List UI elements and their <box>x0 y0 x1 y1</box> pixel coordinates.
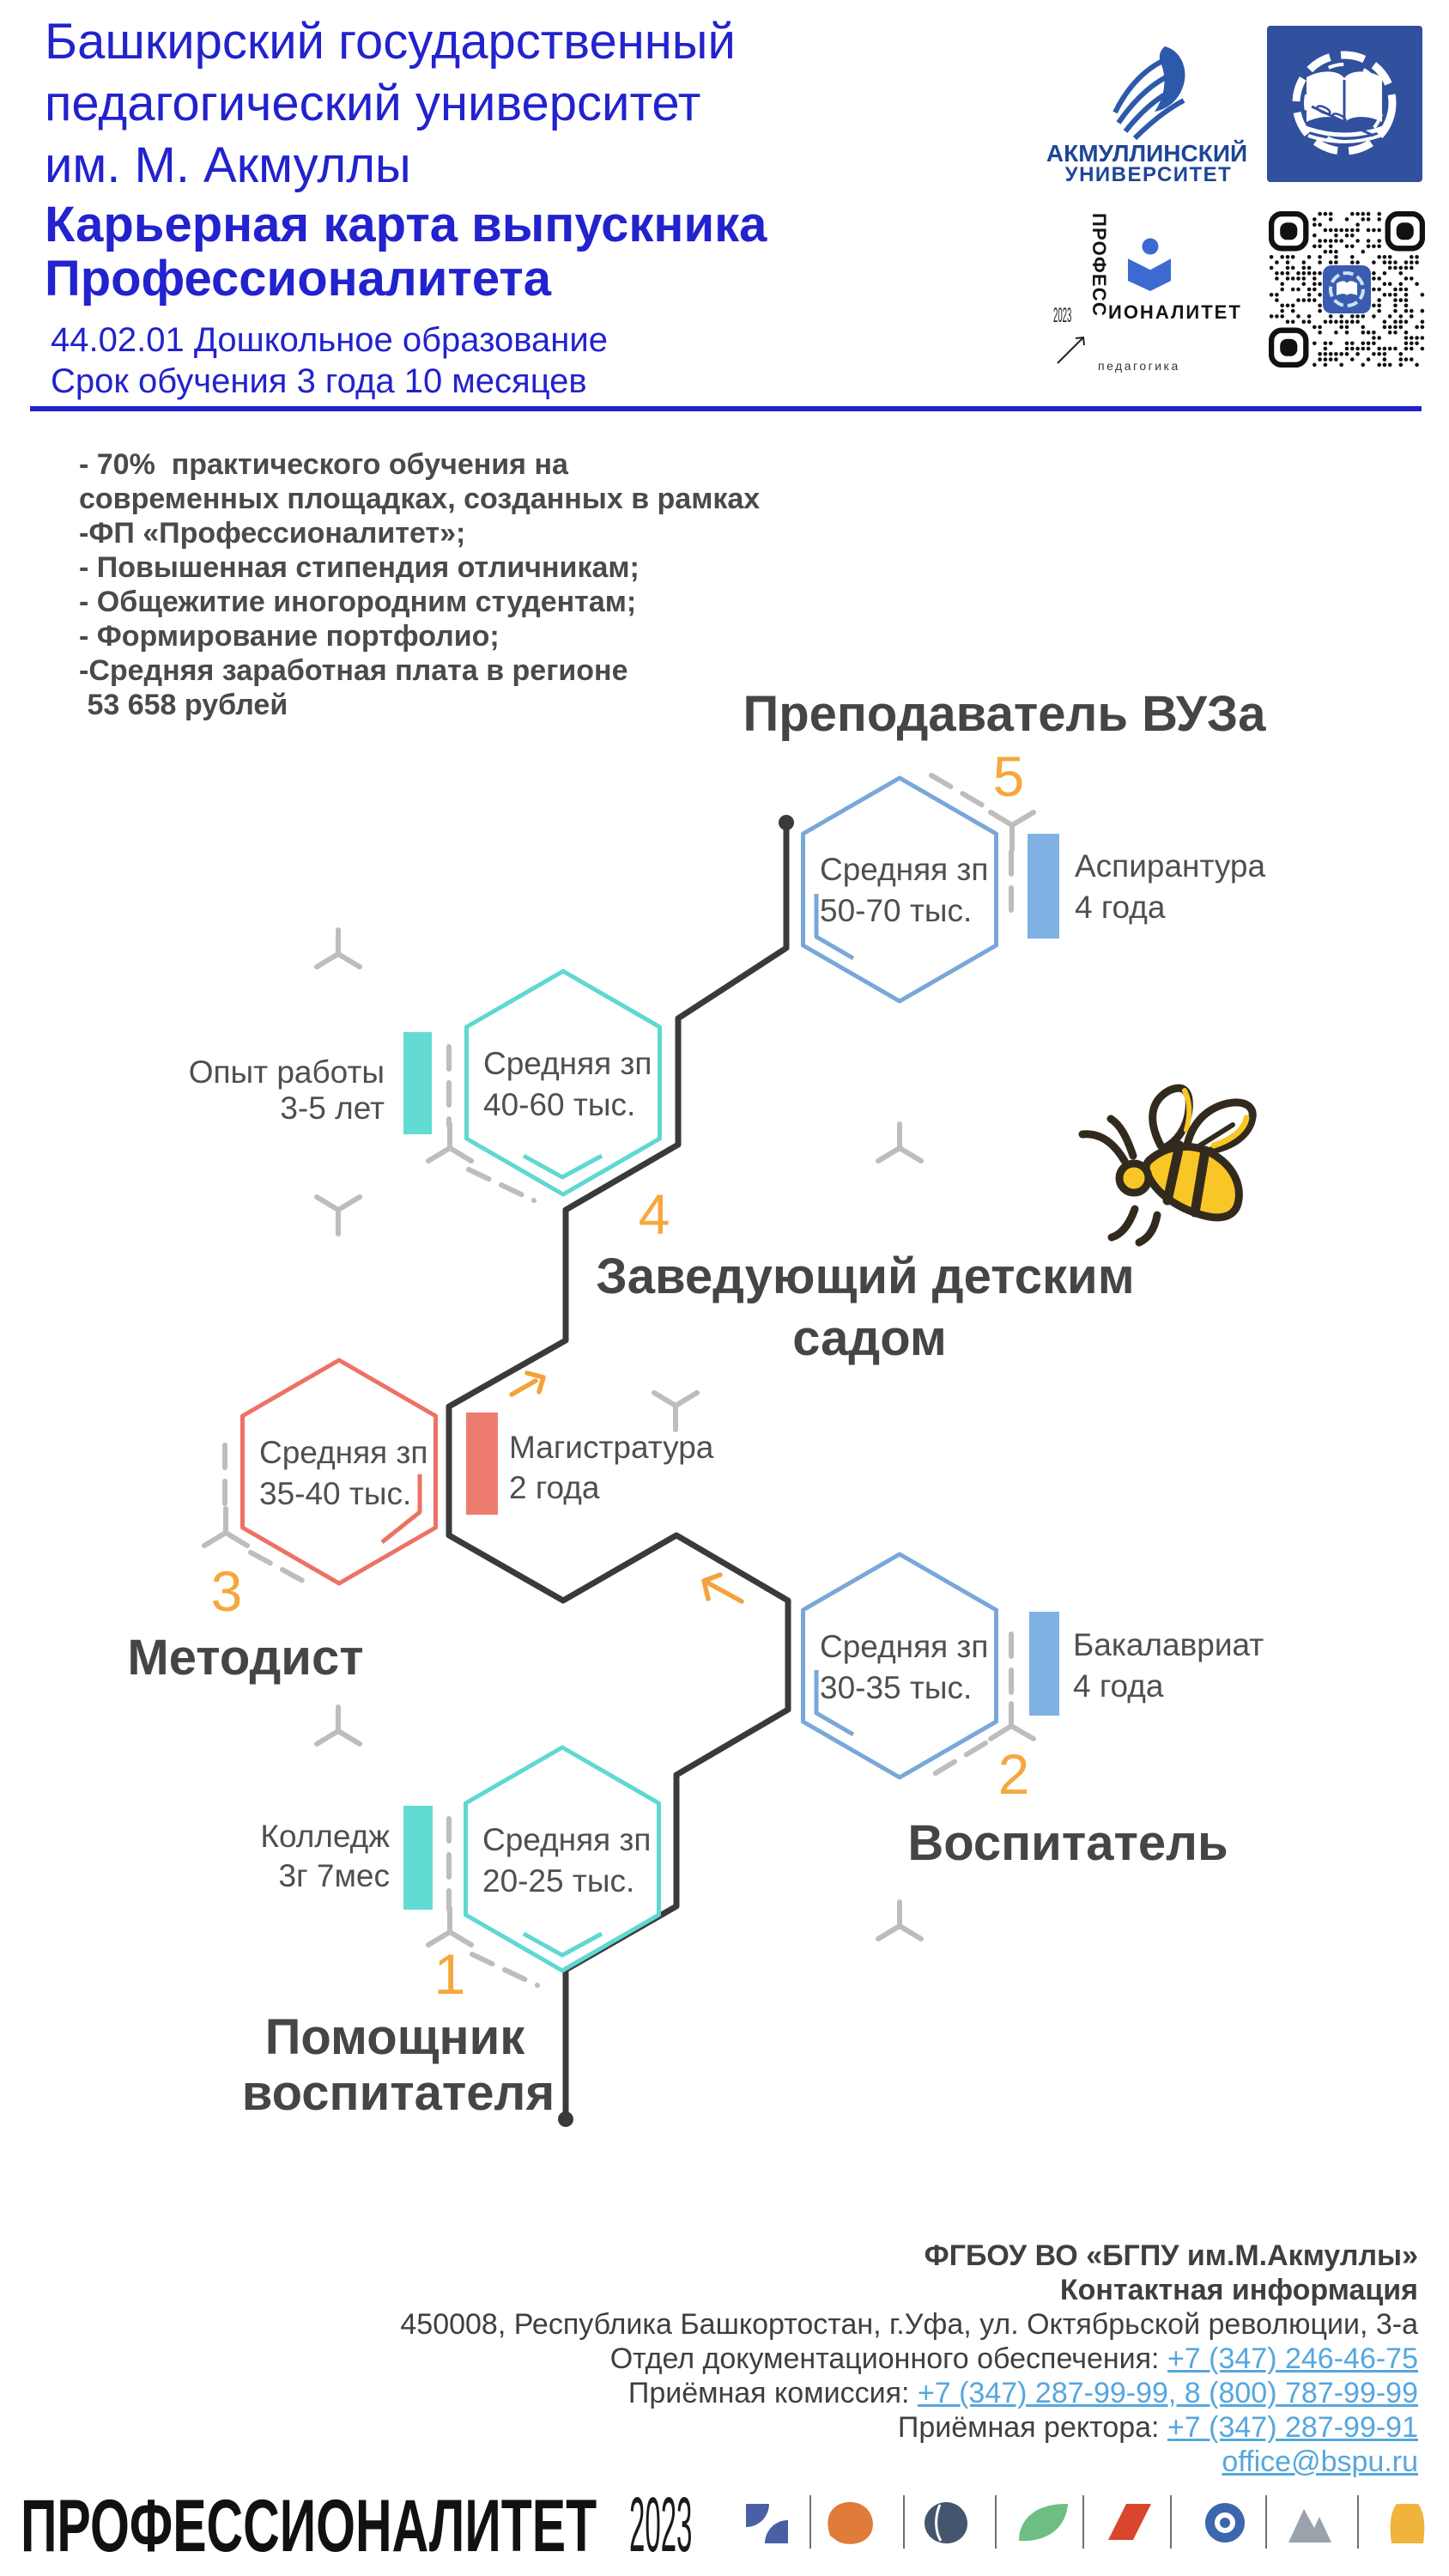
svg-text:3: 3 <box>211 1559 243 1623</box>
svg-text:Средняя зп: Средняя зп <box>820 1629 988 1664</box>
svg-text:педагогика: педагогика <box>1098 359 1180 373</box>
svg-text:40-60 тыс.: 40-60 тыс. <box>483 1087 635 1122</box>
svg-text:4 года: 4 года <box>1075 890 1166 925</box>
svg-text:Опыт работы: Опыт работы <box>189 1054 385 1090</box>
svg-text:50-70 тыс.: 50-70 тыс. <box>820 893 972 928</box>
svg-text:20-25 тыс.: 20-25 тыс. <box>482 1863 634 1899</box>
svg-text:Средняя зп: Средняя зп <box>482 1822 651 1857</box>
svg-text:4: 4 <box>639 1182 670 1246</box>
svg-text:Помощник: Помощник <box>265 2009 526 2065</box>
svg-text:2 года: 2 года <box>509 1470 600 1505</box>
svg-text:АКМУЛЛИНСКИЙ: АКМУЛЛИНСКИЙ <box>1046 139 1247 167</box>
svg-text:Средняя зп: Средняя зп <box>483 1046 652 1081</box>
svg-text:2023: 2023 <box>629 2482 692 2568</box>
svg-text:Воспитатель: Воспитатель <box>907 1815 1228 1871</box>
svg-text:Заведующий детским: Заведующий детским <box>596 1249 1134 1304</box>
svg-text:4 года: 4 года <box>1073 1668 1164 1704</box>
svg-text:Методист: Методист <box>127 1630 363 1686</box>
svg-text:ПРОФЕСС: ПРОФЕСС <box>1088 213 1110 317</box>
svg-text:садом: садом <box>792 1310 947 1366</box>
svg-text:3-5 лет: 3-5 лет <box>280 1091 385 1126</box>
svg-text:ИОНАЛИТЕТ: ИОНАЛИТЕТ <box>1108 301 1242 323</box>
svg-text:Бакалавриат: Бакалавриат <box>1073 1627 1264 1662</box>
svg-text:Колледж: Колледж <box>260 1819 390 1854</box>
svg-text:ПРОФЕССИОНАЛИТЕТ: ПРОФЕССИОНАЛИТЕТ <box>21 2484 597 2567</box>
svg-text:Средняя зп: Средняя зп <box>820 852 988 887</box>
svg-text:воспитателя: воспитателя <box>242 2065 555 2121</box>
svg-text:2: 2 <box>998 1742 1030 1806</box>
svg-text:35-40 тыс.: 35-40 тыс. <box>259 1476 411 1511</box>
svg-text:5: 5 <box>993 744 1025 808</box>
svg-text:3г 7мес: 3г 7мес <box>279 1858 390 1893</box>
svg-text:Аспирантура: Аспирантура <box>1075 848 1265 884</box>
svg-text:Преподаватель ВУЗа: Преподаватель ВУЗа <box>743 686 1267 742</box>
svg-text:30-35 тыс.: 30-35 тыс. <box>820 1670 972 1705</box>
svg-text:УНИВЕРСИТЕТ: УНИВЕРСИТЕТ <box>1065 163 1233 186</box>
svg-text:Средняя зп: Средняя зп <box>259 1435 427 1470</box>
svg-text:2023: 2023 <box>1053 303 1071 327</box>
svg-text:1: 1 <box>434 1942 466 2006</box>
svg-text:Магистратура: Магистратура <box>509 1430 714 1465</box>
